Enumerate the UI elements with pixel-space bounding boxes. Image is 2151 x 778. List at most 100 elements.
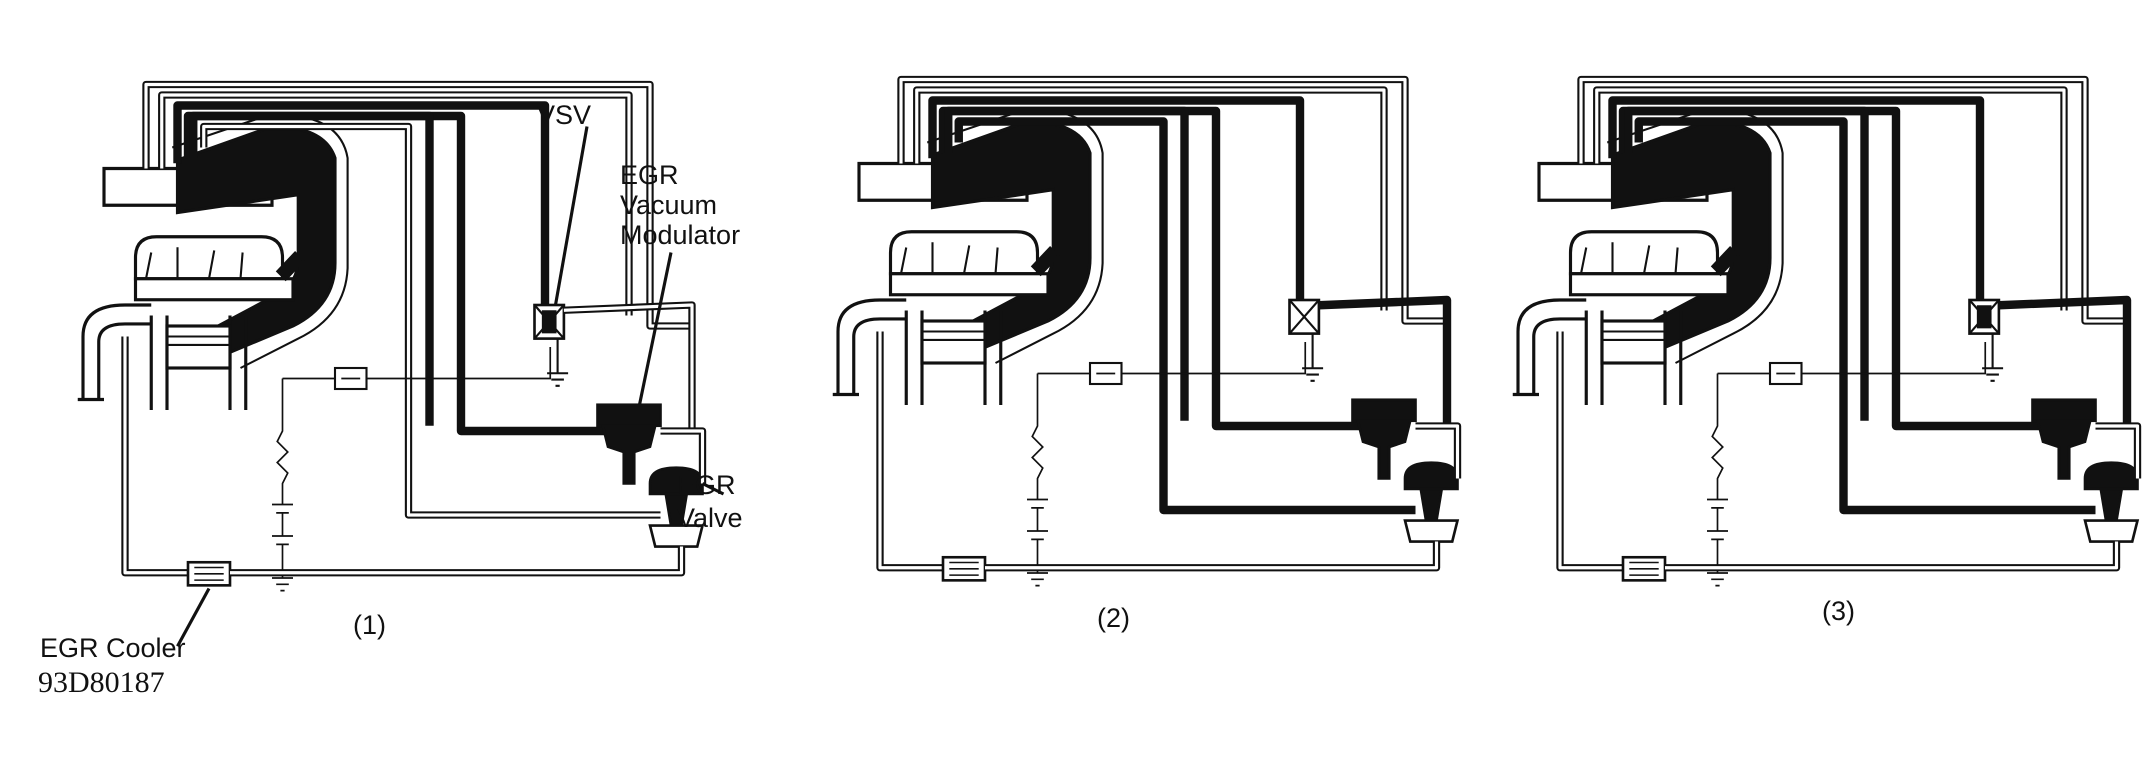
panel-3	[1512, 75, 2142, 587]
modulator-leader	[637, 252, 673, 406]
egr-valve-label-line1: EGR	[677, 470, 736, 500]
figure-code: 93D80187	[38, 666, 165, 699]
hose-modulator-valve-core	[2095, 424, 2140, 479]
panel-1-caption: (1)	[353, 610, 386, 640]
hose-modulator	[938, 106, 1363, 431]
egr-cooler-fins	[1629, 561, 1659, 576]
exhaust-port	[1516, 298, 1587, 395]
valve-cover	[133, 235, 285, 281]
injector	[1710, 245, 1740, 277]
egr-vacuum-modulator-label-line3: Modulator	[620, 220, 741, 250]
egr-valve-stem	[2099, 487, 2124, 522]
battery-cells	[1706, 498, 1728, 541]
panel-3-caption: (3)	[1822, 596, 1855, 626]
exhaust-port	[81, 303, 152, 400]
exhaust-port-inner	[97, 322, 152, 400]
piston-rings	[166, 335, 230, 346]
hose-vsv-right	[1998, 295, 2132, 426]
wire-to-vsv	[1801, 341, 1987, 375]
piston-rings	[921, 330, 985, 341]
wire-resistor	[276, 378, 289, 505]
wire-resistor	[1711, 373, 1724, 500]
hose-egr-valve	[954, 117, 1416, 515]
hose-outer-core	[1579, 77, 2127, 323]
modulator-top	[2031, 398, 2097, 423]
egr-valve-stem	[1419, 487, 1444, 522]
egr-pipe-right	[984, 541, 1441, 572]
egr-valve-base	[1403, 519, 1460, 543]
piston	[920, 319, 987, 365]
hose-modulator	[183, 111, 608, 436]
hose-vsv	[928, 96, 1305, 300]
valve-leader	[701, 482, 725, 496]
vsv-cross	[1288, 299, 1320, 335]
valve-cover-ribs	[899, 242, 999, 274]
panel-2-caption: (2)	[1097, 603, 1130, 633]
egr-pipe-right	[1664, 541, 2121, 572]
vsv-active-fill	[1976, 305, 1992, 329]
vsv-ground	[1982, 333, 2004, 382]
hose-modulator-valve-core	[660, 429, 705, 484]
injector	[275, 250, 305, 282]
hose-vsv-right	[1318, 295, 1452, 426]
modulator-body	[601, 424, 657, 485]
intake-manifold	[930, 119, 1092, 349]
intake-manifold	[1610, 119, 1772, 349]
egr-vacuum-modulator-label-line1: EGR	[620, 160, 679, 190]
hose-modulator-valve-core	[1415, 424, 1460, 479]
egr-pipe-left	[121, 336, 188, 577]
battery-ground	[271, 544, 293, 592]
hose-second-core	[915, 88, 1386, 311]
egr-pipe-left-core	[878, 331, 943, 570]
egr-valve-diaphragm	[2083, 461, 2139, 491]
hose-egr-valve	[1634, 117, 2096, 515]
panel-1	[77, 80, 725, 648]
egr-valve-diaphragm	[1403, 461, 1459, 491]
cylinder-head	[888, 272, 1050, 297]
hose-vsv-right-core	[563, 303, 694, 431]
hose-vsv	[173, 101, 550, 305]
modulator-top	[1351, 398, 1417, 423]
cylinder-head	[133, 277, 295, 302]
piston	[1600, 319, 1667, 365]
battery-cells	[1026, 498, 1048, 541]
cylinder-head	[1568, 272, 1730, 297]
vsv-leader	[553, 126, 589, 306]
hose-manifold-vacuum	[944, 106, 1189, 421]
vsv-ground	[1302, 333, 1324, 382]
exhaust-port-inner	[852, 317, 907, 395]
egr-pipe-left-core	[1558, 331, 1623, 570]
hose-outer-core	[144, 82, 692, 328]
valve-cover-ribs	[144, 247, 244, 279]
hose-vsv	[1608, 96, 1985, 300]
valve-cover	[1568, 230, 1720, 276]
egr-pipe-right-core	[1664, 541, 2119, 570]
piston	[165, 324, 232, 370]
egr-pipe-left	[1556, 331, 1623, 572]
vsv-label: VSV	[537, 100, 592, 130]
exhaust-port-inner	[1532, 317, 1587, 395]
exhaust-port	[836, 298, 907, 395]
hose-second-core	[1595, 88, 2066, 311]
vsv-ground	[547, 338, 569, 387]
egr-pipe-left	[876, 331, 943, 572]
hose-outer-core	[899, 77, 1447, 323]
egr-pipe-right	[229, 546, 686, 577]
piston-rings	[1601, 330, 1665, 341]
modulator-body	[1356, 419, 1412, 480]
egr-pipe-right-core	[229, 546, 684, 575]
vsv-active-fill	[541, 310, 557, 334]
egr-valve-base	[648, 524, 705, 548]
hose-manifold-vacuum	[189, 111, 434, 426]
egr-cooler-label: EGR Cooler	[40, 633, 186, 663]
valve-cover-ribs	[1579, 242, 1679, 274]
egr-valve-label-line2: Valve	[677, 503, 743, 533]
injector	[1030, 245, 1060, 277]
egr-pipe-left-core	[123, 336, 188, 575]
intake-manifold	[175, 124, 337, 354]
hose-modulator	[1618, 106, 2043, 431]
wire-resistor	[1031, 373, 1044, 500]
egr-vacuum-modulator-label-line2: Vacuum	[620, 190, 718, 220]
